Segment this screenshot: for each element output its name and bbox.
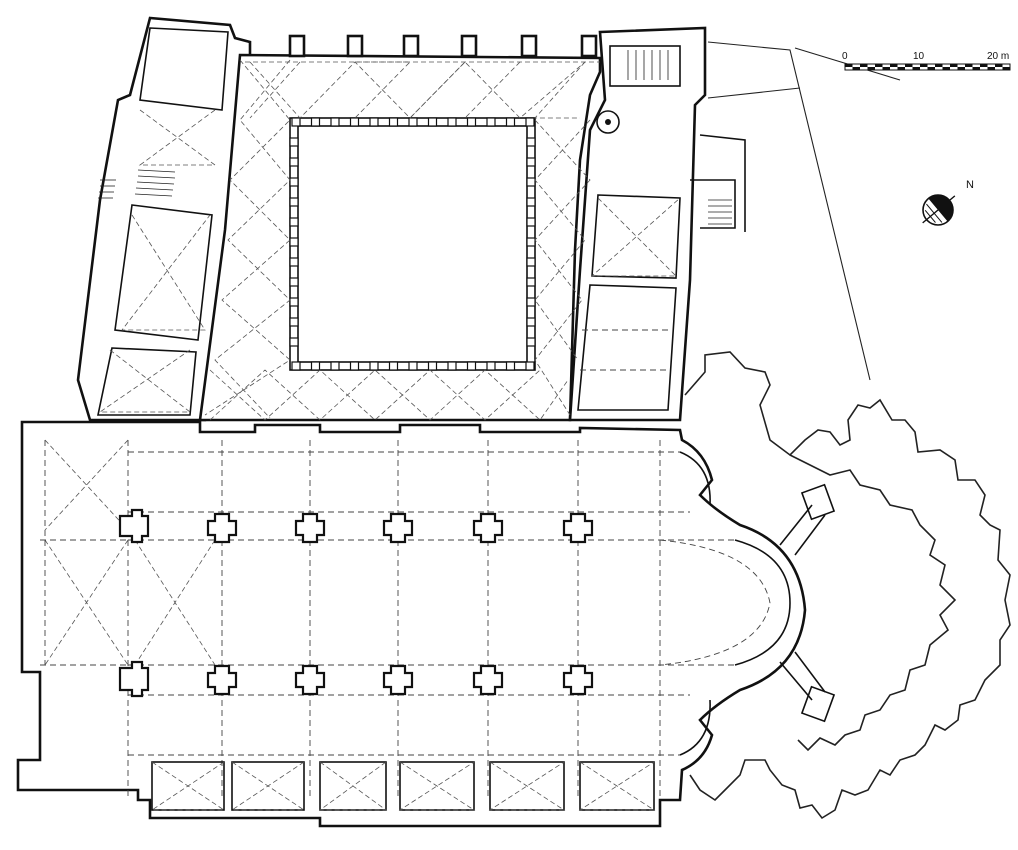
cloister-column [486,117,496,127]
cloister-column [526,217,536,227]
scale-segment [980,64,988,67]
scale-label-20: 20 m [987,51,1009,62]
cloister-courtyard [289,117,536,371]
nave-pier [206,512,238,544]
cloister-column [369,117,379,127]
cloister-column [526,197,536,207]
scale-segment [882,67,890,70]
scale-segment [957,67,965,70]
cloister-column [526,317,536,327]
cloister-column [466,117,477,127]
cloister-column [526,177,536,187]
cloister-column [349,361,360,371]
cloister-column [310,361,321,371]
cloister-column [525,117,535,127]
nave-pier [382,512,414,544]
cloister-column [289,197,299,207]
nave-pier [294,512,326,544]
cloister-column [289,177,299,187]
scale-segment [852,67,860,70]
scale-segment [987,67,995,70]
nave-pier [562,512,594,544]
scale-segment [972,67,980,70]
bastion-outline [684,351,1011,820]
cloister-column [447,361,457,371]
cloister-column [466,361,477,371]
north-label: N [966,179,974,191]
cloister-column [526,157,536,167]
scale-segment [927,67,935,70]
cloister-column [526,297,536,307]
cloister-column [289,277,299,287]
scale-segment [890,64,898,67]
cloister-column [447,117,457,127]
cloister-column [289,137,299,147]
cloister-column [289,337,299,347]
scale-segment [950,64,958,67]
nave-pier [472,512,504,544]
cloister-column [427,361,438,371]
site-boundary [707,41,901,381]
scale-segment [912,67,920,70]
cloister-column [289,237,299,247]
apses [659,451,836,756]
cloister-column [505,361,516,371]
outer-walls [16,16,807,828]
north-arrow-icon: N [922,179,974,226]
nave-pier [562,664,594,696]
cloister-column [427,117,438,127]
scale-segment [995,64,1003,67]
scale-segment [920,64,928,67]
cloister-column [526,337,536,347]
cloister-column [526,137,536,147]
cloister-column [289,217,299,227]
cloister-column [349,117,360,127]
cloister-column [291,117,301,127]
scale-label-0: 0 [842,51,848,62]
nave-pier [472,664,504,696]
nave-pier [294,664,326,696]
cloister-column [525,361,535,371]
cloister-column [330,361,340,371]
cloister-column [310,117,321,127]
scale-segment [845,64,853,67]
cloister-column [505,117,516,127]
nave-piers [118,508,594,698]
cloister-column [526,237,536,247]
cloister-vaults [204,59,600,421]
scale-segment [1002,67,1010,70]
scale-segment [897,67,905,70]
cloister-column [289,297,299,307]
church-nave-vaults [40,439,735,800]
south-chapels [150,761,656,811]
cloister-column [289,157,299,167]
cloister-column [388,117,399,127]
nave-pier [206,664,238,696]
cloister-column [289,257,299,267]
north-range-rooms [97,27,229,416]
scale-segment [942,67,950,70]
cloister-column [526,277,536,287]
scale-segment [860,64,868,67]
cloister-column [486,361,496,371]
cloister-column [330,117,340,127]
scale-label-10: 10 [913,51,925,62]
cloister-column [291,361,301,371]
cloister-column [289,317,299,327]
cloister-column [526,257,536,267]
scale-segment [965,64,973,67]
nave-pier [382,664,414,696]
cloister-column [408,117,418,127]
east-range-rooms [577,45,746,411]
scale-segment [935,64,943,67]
scale-bar: 0 10 20 m [842,51,1011,71]
cloister-top-buttresses [288,34,598,58]
cloister-column [369,361,379,371]
scale-segment [905,64,913,67]
cloister-column [388,361,399,371]
scale-segment [875,64,883,67]
scale-segment [867,67,875,70]
cloister-column [408,361,418,371]
